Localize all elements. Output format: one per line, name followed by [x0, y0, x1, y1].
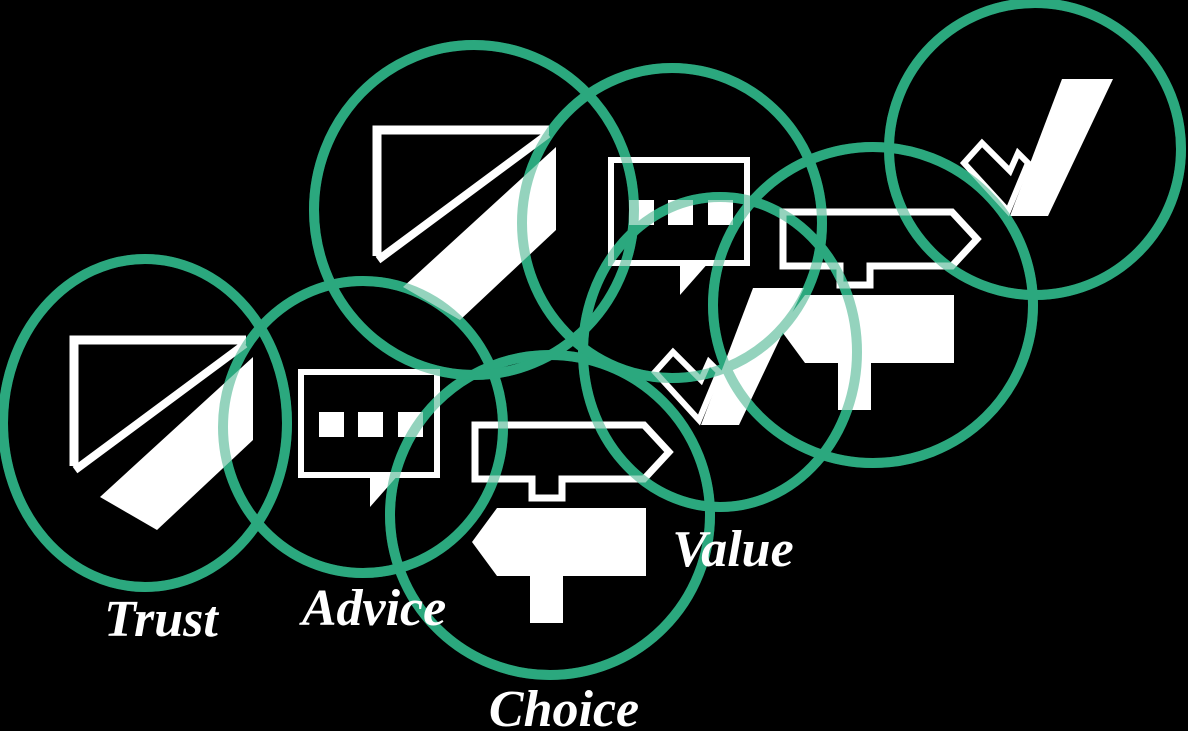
label-trust: Trust — [104, 591, 219, 648]
label-advice: Advice — [299, 580, 446, 637]
label-choice: Choice — [489, 681, 639, 731]
speech-bubble-icon — [301, 372, 437, 507]
label-value: Value — [672, 521, 793, 578]
checkmark-icon — [655, 288, 804, 425]
